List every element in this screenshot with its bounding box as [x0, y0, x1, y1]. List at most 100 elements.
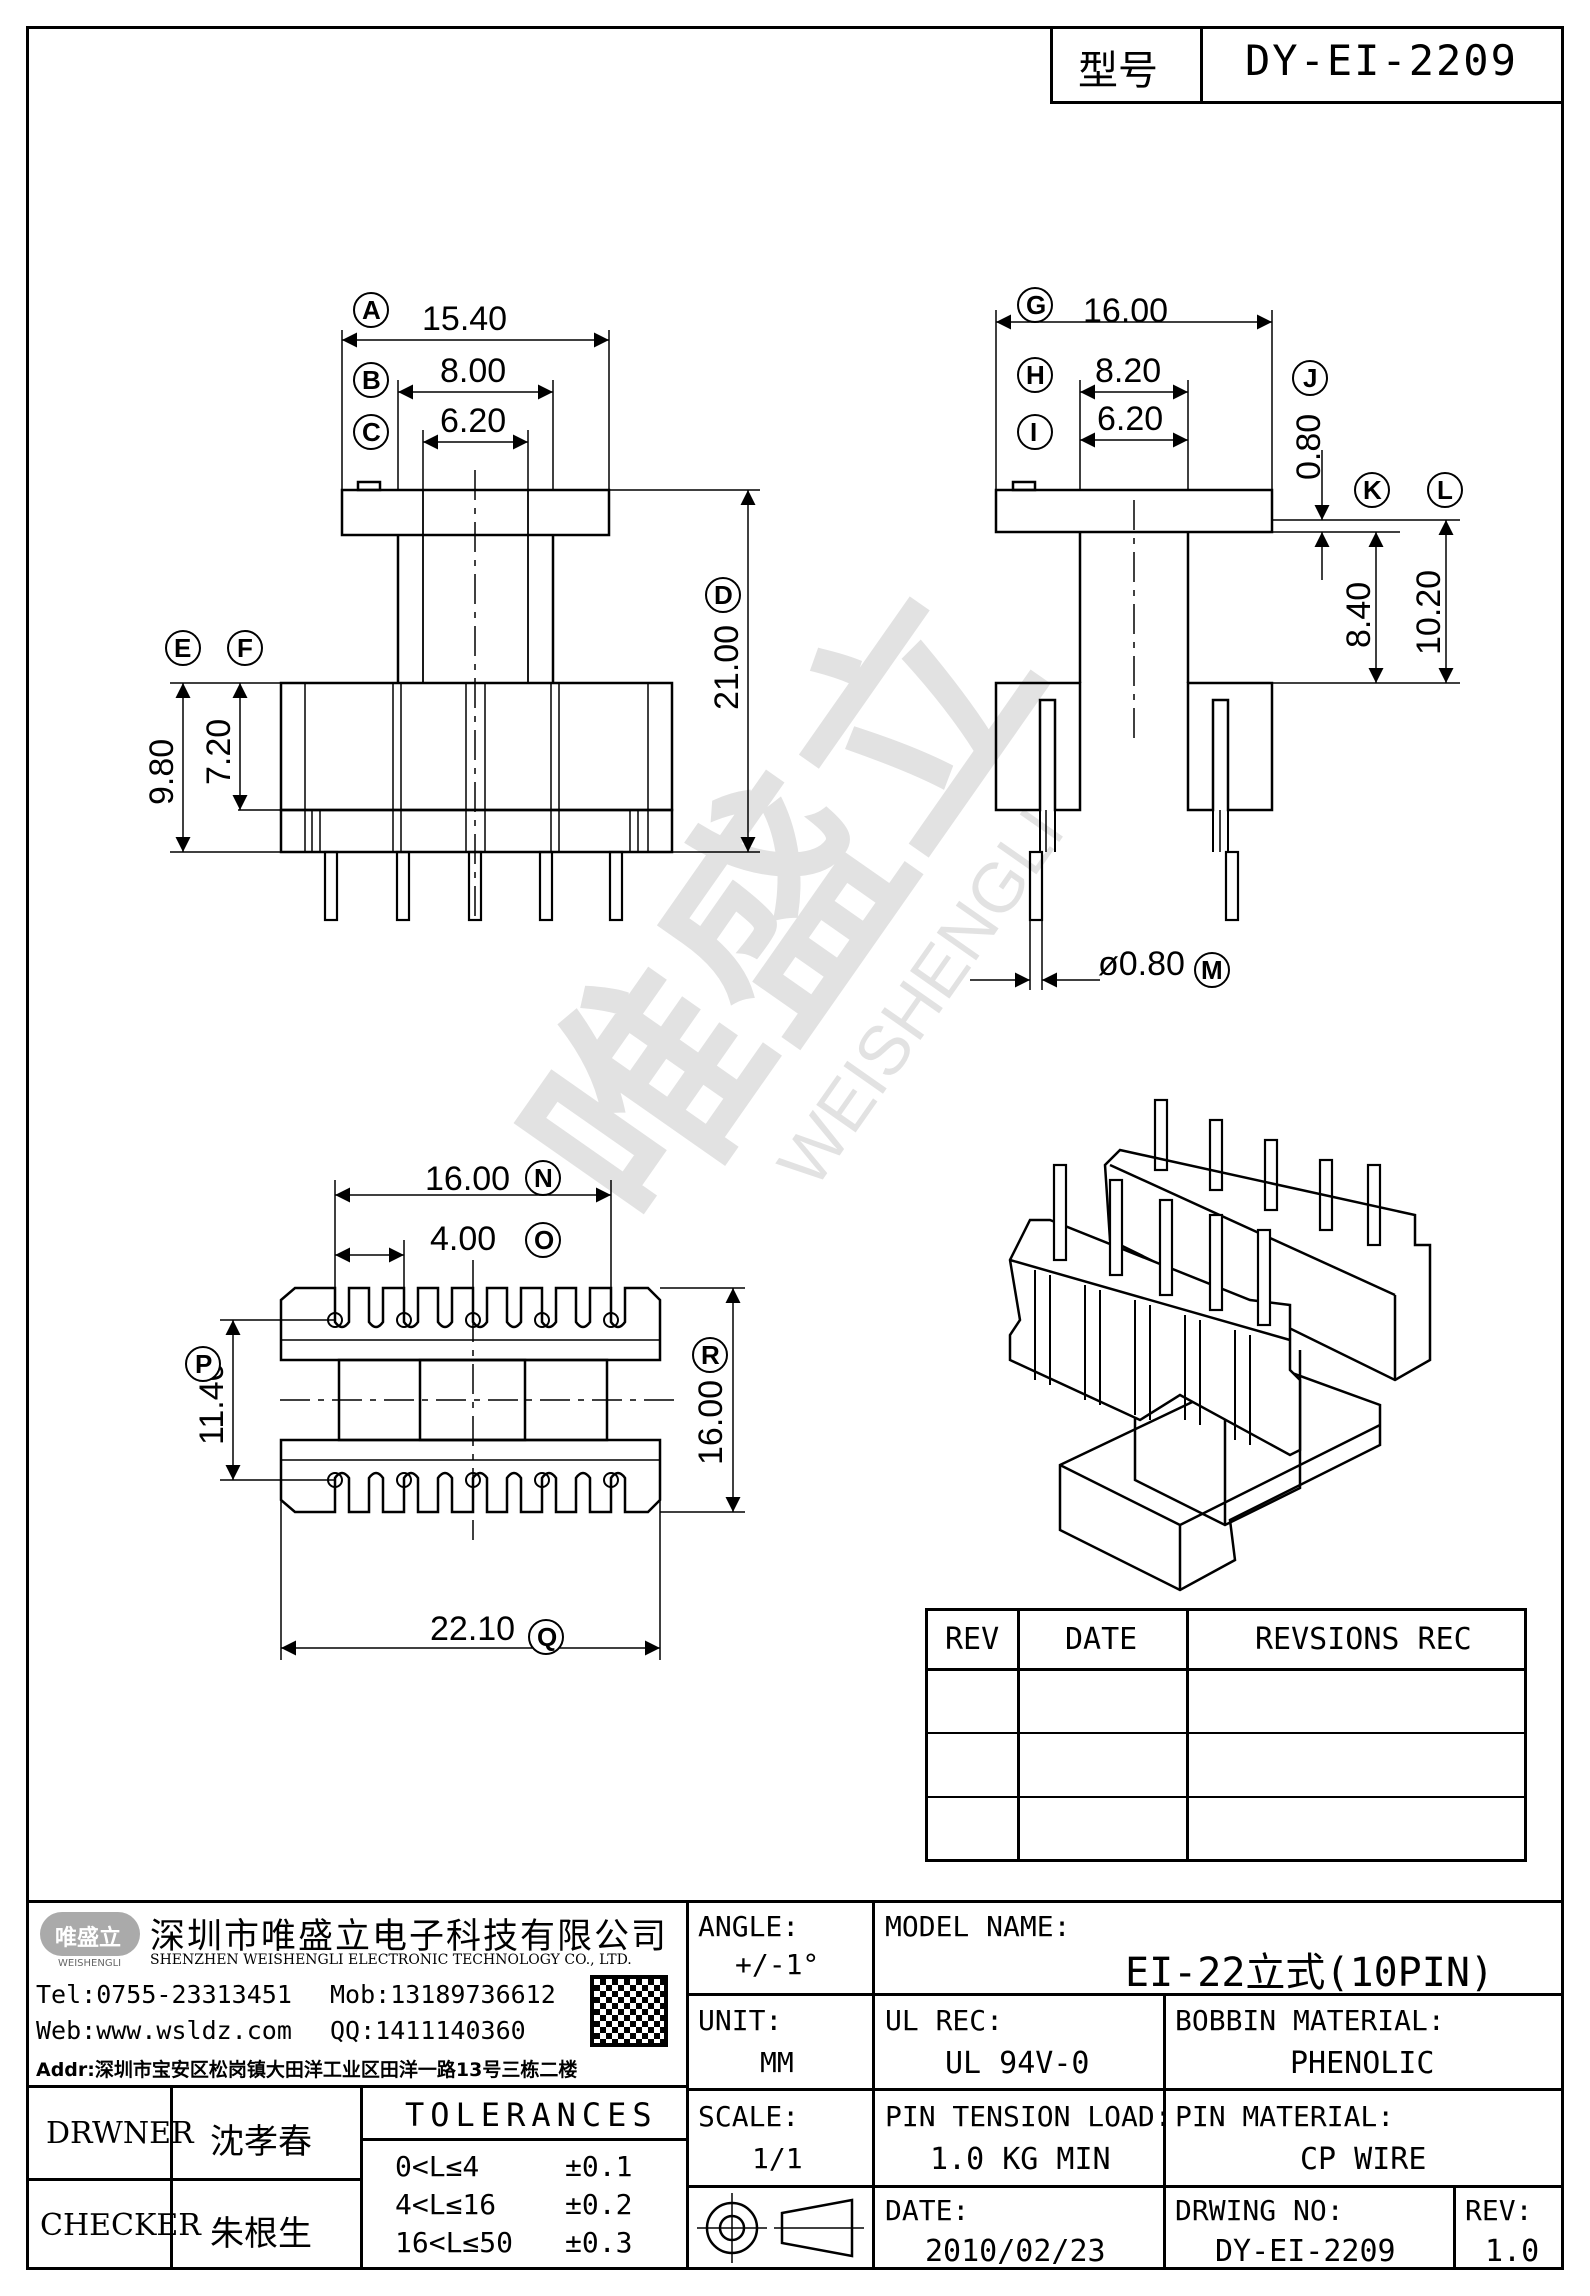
checker-value: 朱根生 — [210, 2214, 312, 2254]
date-value: 2010/02/23 — [925, 2234, 1106, 2269]
technical-drawing: 唯盛立 WEISHENGLI — [143, 287, 1463, 1660]
marker-i: I — [1017, 414, 1053, 450]
company-name-cn: 深圳市唯盛立电子科技有限公司 — [150, 1917, 669, 1957]
top-view — [220, 1180, 745, 1660]
drawing-frame — [26, 26, 1564, 2270]
date-label: DATE: — [885, 2194, 970, 2227]
tol-range-2: 4<L≤16 — [395, 2188, 497, 2221]
marker-k: K — [1354, 472, 1390, 508]
pin-material-label: PIN MATERIAL: — [1175, 2100, 1395, 2133]
dim-l-value: 10.20 — [1410, 570, 1448, 655]
dim-j-value: 0.80 — [1290, 414, 1328, 480]
rev-value: 1.0 — [1485, 2234, 1540, 2269]
marker-l: L — [1427, 472, 1463, 508]
svg-text:G: G — [1026, 290, 1046, 320]
marker-h: H — [1017, 357, 1053, 393]
side-view-dims: 16.00 8.20 6.20 0.80 8.40 10.20 ø0.80 — [1083, 292, 1448, 983]
marker-f: F — [227, 630, 263, 666]
company-bottom-line — [26, 2085, 686, 2088]
dim-r-value: 16.00 — [692, 1380, 730, 1465]
company-qq: QQ:1411140360 — [330, 2016, 526, 2045]
dim-f-value: 7.20 — [200, 719, 238, 785]
bobbin-material-label: BOBBIN MATERIAL: — [1175, 2004, 1445, 2037]
drwner-value: 沈孝春 — [210, 2122, 312, 2162]
side-view-markers: G H I J K L M — [1017, 287, 1463, 988]
marker-n: N — [525, 1160, 561, 1196]
grid-col-a — [872, 1900, 875, 2270]
svg-text:F: F — [237, 633, 253, 663]
side-view — [970, 310, 1460, 990]
tol-value-3: ±0.3 — [565, 2226, 633, 2259]
dim-g-value: 16.00 — [1083, 292, 1168, 330]
marker-a: A — [353, 292, 389, 328]
company-logo-text: 唯盛立 — [55, 1926, 122, 1951]
projection-symbol-icon — [697, 2193, 864, 2263]
model-header — [1050, 26, 1564, 104]
svg-text:L: L — [1437, 475, 1453, 505]
marker-r: R — [692, 1337, 728, 1373]
pin-material-value: CP WIRE — [1300, 2142, 1427, 2177]
top-view-markers: N O P Q R — [185, 1160, 728, 1655]
svg-text:M: M — [1201, 955, 1223, 985]
model-value: DY-EI-2209 — [1245, 36, 1518, 85]
dim-c-value: 6.20 — [440, 402, 506, 440]
company-web: Web:www.wsldz.com — [36, 2016, 292, 2045]
drwner-row-line — [26, 2178, 360, 2181]
svg-text:Q: Q — [537, 1622, 557, 1652]
svg-text:E: E — [174, 633, 191, 663]
svg-text:A: A — [362, 295, 381, 325]
dim-e-value: 9.80 — [143, 739, 181, 805]
marker-q: Q — [528, 1619, 564, 1655]
dim-b-value: 8.00 — [440, 352, 506, 390]
svg-text:C: C — [362, 417, 381, 447]
model-header-divider — [1200, 26, 1203, 104]
rev-row-line-3 — [925, 1796, 1527, 1798]
company-tel: Tel:0755-23313451 — [36, 1980, 292, 2009]
top-view-dims: 16.00 4.00 11.40 16.00 22.10 — [193, 1160, 730, 1648]
ul-rec-value: UL 94V-0 — [945, 2046, 1090, 2081]
svg-text:D: D — [714, 580, 733, 610]
rev-row-line-2 — [925, 1732, 1527, 1734]
rev-rec-header: REVSIONS REC — [1255, 1622, 1472, 1657]
drwner-label: DRWNER — [46, 2116, 194, 2151]
unit-label: UNIT: — [698, 2004, 783, 2037]
dim-a-value: 15.40 — [422, 300, 507, 338]
grid-row-1 — [689, 1993, 1564, 1996]
company-mob: Mob:13189736612 — [330, 1980, 556, 2009]
model-label: 型号 — [1078, 48, 1158, 94]
svg-text:R: R — [701, 1340, 720, 1370]
scale-label: SCALE: — [698, 2100, 800, 2133]
title-block — [26, 1900, 1564, 1903]
tol-value-2: ±0.2 — [565, 2188, 633, 2221]
svg-text:B: B — [362, 365, 381, 395]
marker-j: J — [1292, 360, 1328, 396]
pin-tension-value: 1.0 KG MIN — [930, 2142, 1111, 2177]
unit-value: MM — [760, 2046, 794, 2079]
dim-d-value: 21.00 — [708, 625, 746, 710]
svg-text:N: N — [534, 1163, 553, 1193]
marker-g: G — [1017, 287, 1053, 323]
grid-col-b — [1163, 1993, 1166, 2270]
tolerances-label: TOLERANCES — [405, 2096, 658, 2134]
rev-date-header: DATE — [1065, 1622, 1138, 1657]
bobbin-material-value: PHENOLIC — [1290, 2046, 1435, 2081]
isometric-view — [1008, 1098, 1432, 1592]
rev-col-line-1 — [1017, 1608, 1020, 1862]
marker-m: M — [1194, 952, 1230, 988]
rev-row-line-1 — [925, 1668, 1527, 1671]
drwing-no-value: DY-EI-2209 — [1215, 2234, 1396, 2269]
rev-col-line-2 — [1186, 1608, 1189, 1862]
tol-header-line — [363, 2138, 686, 2141]
svg-text:J: J — [1303, 363, 1317, 393]
company-right-line — [686, 1900, 689, 2270]
model-name-value: EI-22立式(10PIN) — [1125, 1950, 1494, 1996]
angle-value: +/-1° — [735, 1948, 820, 1981]
tol-col-line — [360, 2088, 363, 2270]
front-view — [170, 330, 760, 922]
rev-header: REV — [945, 1622, 1000, 1657]
dim-n-value: 16.00 — [425, 1160, 510, 1198]
angle-label: ANGLE: — [698, 1910, 800, 1943]
company-addr: Addr:深圳市宝安区松岗镇大田洋工业区田洋一路13号三栋二楼 — [36, 2059, 578, 2081]
tol-range-1: 0<L≤4 — [395, 2150, 480, 2183]
svg-text:P: P — [195, 1349, 212, 1379]
